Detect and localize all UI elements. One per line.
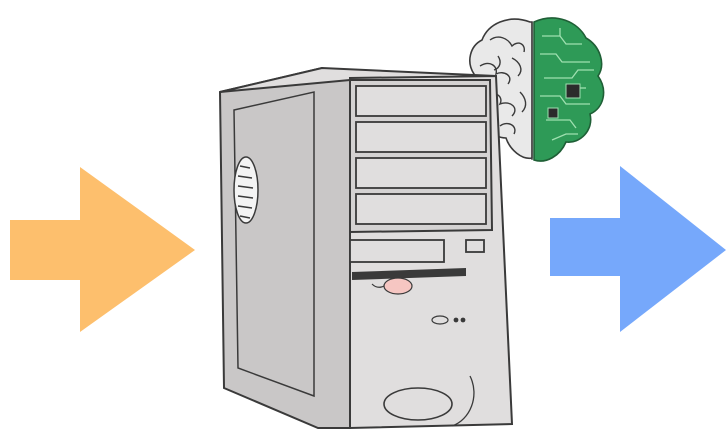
- input-arrow-icon: [10, 167, 195, 332]
- eject-button: [466, 240, 484, 252]
- desktop-tower-icon: [220, 68, 512, 428]
- output-arrow-icon: [550, 166, 726, 332]
- fan-vent-icon: [234, 157, 258, 223]
- tower-side-panel: [220, 68, 350, 428]
- floppy-drive: [350, 240, 444, 262]
- drive-bays: [350, 80, 492, 232]
- power-button: [384, 278, 412, 294]
- bottom-vent: [384, 388, 452, 420]
